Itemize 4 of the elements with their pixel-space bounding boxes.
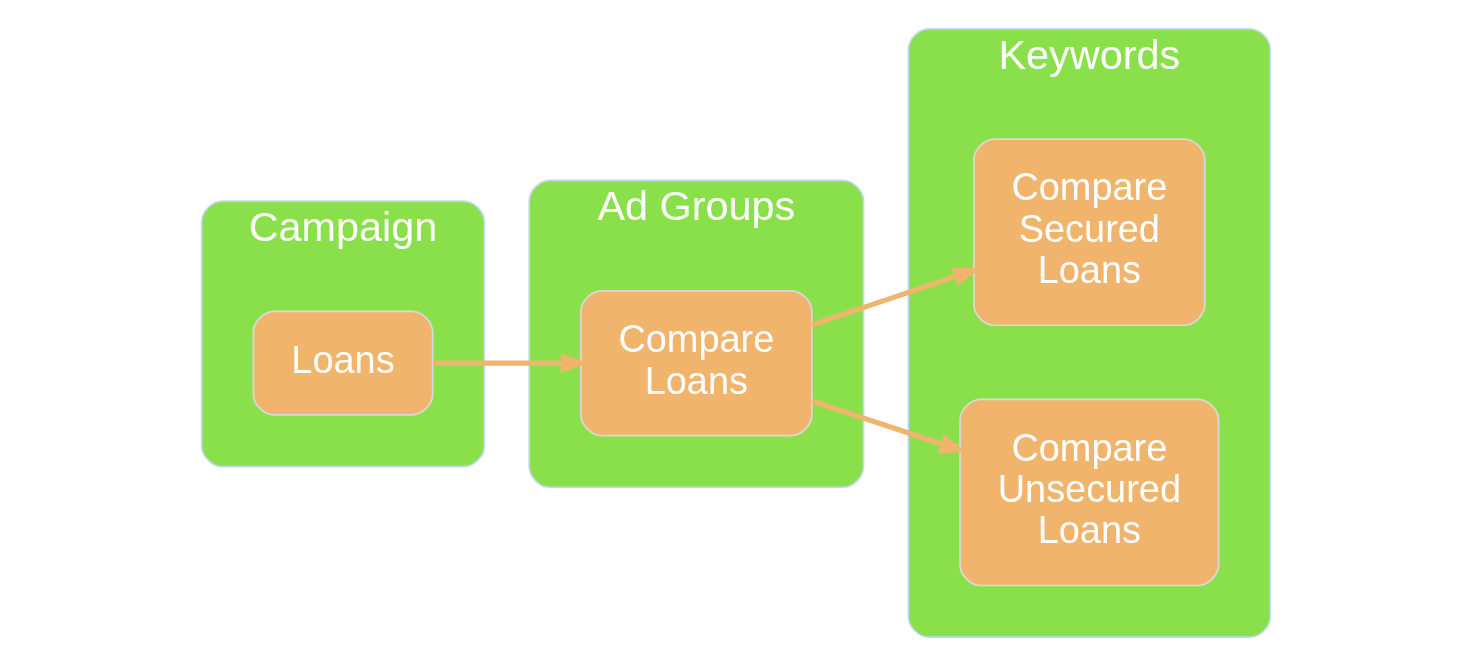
node-box: Compare Secured Loans bbox=[973, 138, 1206, 327]
node-box: Compare Unsecured Loans bbox=[959, 398, 1220, 587]
node-box: Loans bbox=[252, 310, 434, 416]
node-box: Compare Loans bbox=[580, 289, 813, 437]
